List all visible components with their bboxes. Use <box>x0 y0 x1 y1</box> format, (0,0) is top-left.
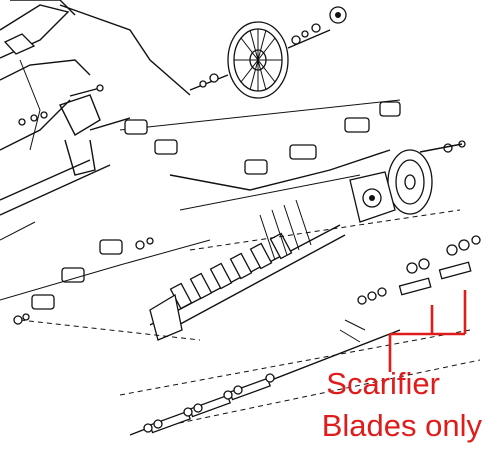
blade-row-bottom <box>129 319 401 436</box>
rear-wheel <box>189 6 347 99</box>
scarifier-blades <box>357 235 481 305</box>
red-callout-bracket <box>388 290 467 372</box>
spacer-row-upper <box>119 99 466 191</box>
bolt <box>18 84 104 126</box>
drive-pulley <box>349 149 433 223</box>
scarifier-drum <box>149 199 346 341</box>
caption-blades-only: Blades only <box>321 408 482 443</box>
assembly-guides <box>19 174 481 426</box>
mower-frame <box>0 0 191 241</box>
caption-scarifier: Scarifier <box>326 366 440 401</box>
spacer-row-lower <box>0 237 211 325</box>
